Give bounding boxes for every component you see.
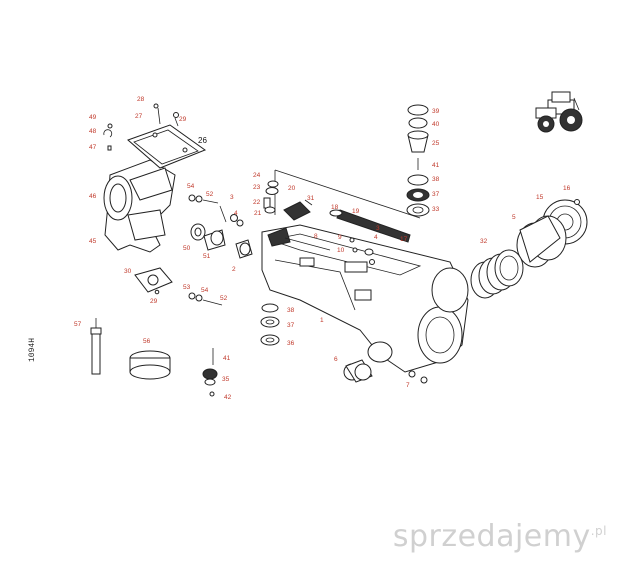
callout-32: 32 — [480, 238, 488, 245]
sensor-part — [202, 348, 218, 397]
callout-52-upper: 52 — [206, 191, 214, 198]
callout-52-lower: 52 — [220, 295, 228, 302]
callout-26: 26 — [198, 136, 207, 145]
watermark-tld: .pl — [590, 524, 607, 538]
callout-28: 28 — [137, 96, 145, 103]
callout-41-lower: 41 — [223, 355, 231, 362]
ring-pack — [470, 249, 524, 299]
callout-33: 33 — [432, 206, 440, 213]
callout-45: 45 — [89, 238, 97, 245]
callout-30: 30 — [124, 268, 132, 275]
callout-4-right: 4 — [374, 234, 378, 241]
callout-53: 53 — [183, 284, 191, 291]
callout-16: 16 — [563, 185, 571, 192]
callout-37-upper: 37 — [432, 191, 440, 198]
callout-57: 57 — [74, 321, 82, 328]
callout-9: 9 — [338, 234, 342, 241]
drawing-code: 1094H — [28, 337, 37, 362]
callout-10: 10 — [337, 247, 345, 254]
callout-49: 49 — [89, 114, 97, 121]
upper-kingpin-stack — [263, 180, 279, 214]
callout-54-lower: 54 — [201, 287, 209, 294]
callout-5: 5 — [512, 214, 516, 221]
callout-15: 15 — [536, 194, 544, 201]
breather-block — [274, 169, 421, 243]
callout-24: 24 — [253, 172, 261, 179]
callout-36: 36 — [287, 340, 295, 347]
callout-37-lower: 37 — [287, 322, 295, 329]
watermark-logo: sprzedajemy.pl — [393, 519, 607, 554]
upper-centre-stack — [406, 104, 430, 217]
callout-48: 48 — [89, 128, 97, 135]
callout-22: 22 — [253, 199, 261, 206]
callout-27: 27 — [135, 113, 143, 120]
callout-20: 20 — [288, 185, 296, 192]
left-small-parts — [103, 123, 253, 306]
callout-41-upper: 41 — [432, 162, 440, 169]
watermark-text: sprzedajemy — [392, 519, 591, 554]
callout-7: 7 — [406, 382, 410, 389]
callout-23: 23 — [253, 184, 261, 191]
callout-8: 8 — [314, 233, 318, 240]
callout-25: 25 — [432, 140, 440, 147]
wheel-hub — [516, 199, 588, 268]
callout-38-lower: 38 — [287, 307, 295, 314]
callout-1: 1 — [320, 317, 324, 324]
callout-19: 19 — [352, 208, 360, 215]
callout-17: 17 — [400, 236, 408, 243]
callout-51: 51 — [203, 253, 211, 260]
tractor-icon — [535, 91, 583, 133]
callout-labels: 28 27 29 26 49 48 47 46 45 54 52 3 4 50 … — [74, 96, 571, 401]
callout-3-left: 3 — [230, 194, 234, 201]
callout-3-right: 3 — [376, 225, 380, 232]
axle-bush — [343, 359, 428, 384]
callout-29-lower: 29 — [150, 298, 158, 305]
callout-31: 31 — [307, 195, 315, 202]
callout-4-left: 4 — [234, 210, 238, 217]
callout-35: 35 — [222, 376, 230, 383]
small-pins — [349, 237, 375, 265]
callout-38-upper: 38 — [432, 176, 440, 183]
axle-housing — [261, 224, 469, 373]
callout-56: 56 — [143, 338, 151, 345]
lower-bearing-stack — [260, 303, 280, 346]
callout-50: 50 — [183, 245, 191, 252]
callout-42: 42 — [224, 394, 232, 401]
callout-39: 39 — [432, 108, 440, 115]
callout-54-upper: 54 — [187, 183, 195, 190]
callout-2: 2 — [232, 266, 236, 273]
cover-plate — [127, 103, 207, 169]
callout-18: 18 — [331, 204, 339, 211]
callout-47: 47 — [89, 144, 97, 151]
callout-40: 40 — [432, 121, 440, 128]
callout-6: 6 — [334, 356, 338, 363]
swivel-housing — [103, 159, 176, 253]
callout-29: 29 — [179, 116, 187, 123]
grease-tool — [90, 318, 102, 375]
callout-21: 21 — [254, 210, 262, 217]
callout-46: 46 — [89, 193, 97, 200]
cap-part — [129, 350, 171, 380]
